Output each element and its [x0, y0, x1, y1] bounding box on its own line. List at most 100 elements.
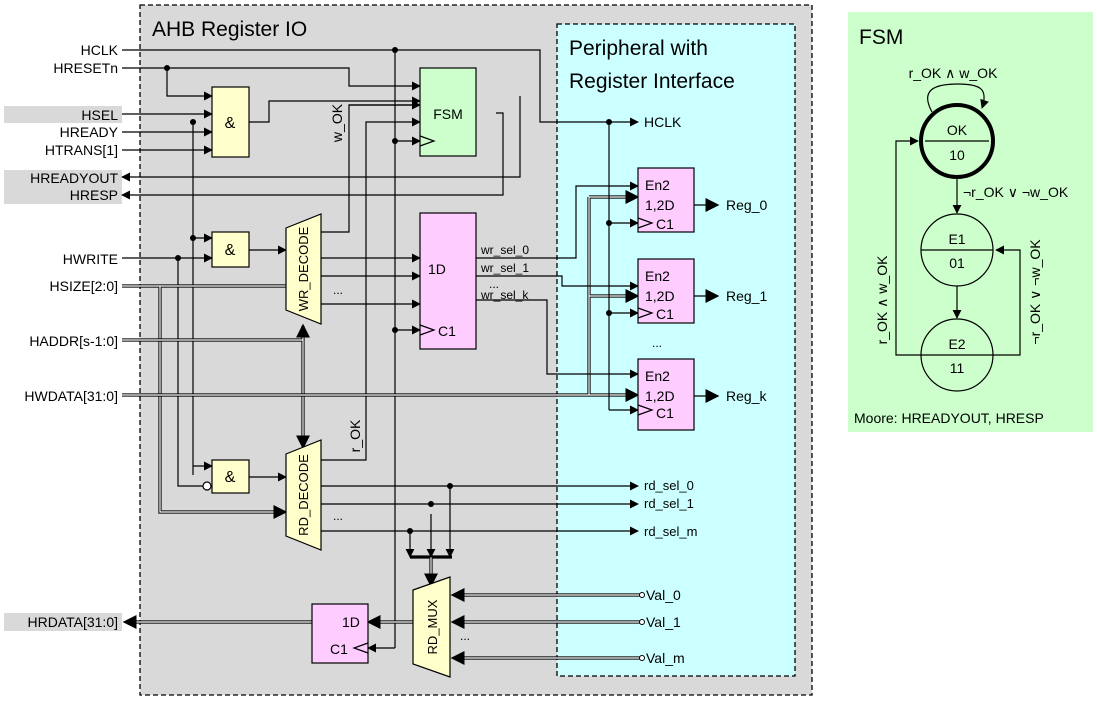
fsm-block — [419, 67, 477, 157]
hresetn-wire — [122, 67, 421, 91]
state-e2-code: 11 — [950, 360, 965, 376]
svg-text:1,2D: 1,2D — [645, 288, 675, 304]
hsel-label: HSEL — [81, 107, 118, 123]
hwrite-to-and3 — [177, 258, 203, 487]
hresetn-label: HRESETn — [53, 60, 118, 76]
svg-text:1,2D: 1,2D — [645, 197, 675, 213]
hsize-label: HSIZE[2:0] — [50, 278, 118, 294]
reg-k-block: En2 1,2D C1 — [637, 358, 695, 431]
svg-text:C1: C1 — [656, 306, 674, 322]
reg-0-label: Reg_0 — [726, 197, 767, 213]
hclk-label: HCLK — [81, 42, 119, 58]
e2-to-e1-label: ¬r_OK ∨ ¬w_OK — [1027, 239, 1043, 345]
val-buses — [450, 588, 645, 665]
peripheral-title-line2: Register Interface — [569, 70, 735, 93]
svg-text:C1: C1 — [656, 216, 674, 232]
wr-select-register — [419, 212, 477, 350]
rd-decode-block — [285, 439, 322, 551]
peripheral-title-line1: Peripheral with — [569, 37, 708, 60]
rd-sel-bus — [405, 486, 455, 588]
hready-label: HREADY — [60, 124, 119, 140]
wr-decode-label: WR_DECODE — [296, 226, 311, 311]
svg-text:En2: En2 — [645, 177, 670, 193]
rd-decode-label: RD_DECODE — [296, 454, 311, 536]
moore-label: Moore: HREADYOUT, HRESP — [854, 410, 1044, 426]
rd-sel-0-label: rd_sel_0 — [644, 478, 694, 493]
and-gate-read-label: & — [225, 469, 236, 486]
wr-sel-0-label: wr_sel_0 — [480, 243, 529, 257]
e2-to-ok-arrow — [895, 136, 921, 356]
ahb-title: AHB Register IO — [152, 18, 307, 41]
rd-dec-ellipsis: ... — [333, 509, 343, 523]
val-0-label: Val_0 — [646, 587, 681, 603]
hsel-highlight — [4, 106, 122, 123]
rd-sel-m-label: rd_sel_m — [644, 524, 697, 539]
and-gate-write-label: & — [225, 242, 236, 259]
w-ok-label: w_OK — [329, 103, 345, 143]
rd-sel-1-label: rd_sel_1 — [644, 496, 694, 511]
wr-sel-1-label: wr_sel_1 — [480, 261, 529, 275]
peripheral-box — [556, 23, 796, 677]
fsm-block-label: FSM — [433, 106, 463, 122]
ok-self-loop — [927, 83, 989, 113]
wr-sel-1-wire — [476, 275, 639, 291]
state-ok-name: OK — [947, 122, 968, 138]
state-e2-name: E2 — [948, 336, 965, 352]
wr-sel-k-label: wr_sel_k — [480, 288, 529, 302]
hclk-wire — [122, 49, 639, 127]
htrans-label: HTRANS[1] — [45, 142, 118, 158]
rd-reg-d-label: 1D — [342, 614, 360, 630]
and-gate-write — [211, 231, 250, 268]
state-ok-code: 10 — [949, 147, 965, 163]
reg-ellipsis: ... — [652, 336, 662, 350]
hresp-wire — [121, 112, 504, 200]
hwdata-bus — [122, 190, 640, 402]
rd-reg-c-label: C1 — [330, 641, 348, 657]
rd-mux-ellipsis: ... — [460, 629, 470, 643]
val-m-label: Val_m — [646, 650, 685, 666]
ok-to-e1-label: ¬r_OK ∨ ¬w_OK — [963, 184, 1069, 200]
wr-sel-ellipsis: ... — [489, 277, 499, 291]
reg-1-block: En2 1,2D C1 — [637, 258, 695, 324]
svg-text:C1: C1 — [656, 405, 674, 421]
reg-k-label: Reg_k — [726, 388, 767, 404]
r-ok-label: r_OK — [347, 419, 363, 452]
rd-mux-label: RD_MUX — [425, 599, 440, 654]
hresp-label: HRESP — [70, 187, 118, 203]
reg-0-block: En2 1,2D C1 — [637, 167, 695, 233]
state-e1-name: E1 — [948, 231, 965, 247]
val-1-label: Val_1 — [646, 614, 681, 630]
rd-data-register — [311, 603, 369, 664]
e2-to-e1-arrow — [993, 245, 1021, 356]
state-e1-code: 01 — [949, 255, 965, 271]
reg-1-label: Reg_1 — [726, 288, 767, 304]
e2-to-ok-label: r_OK ∧ w_OK — [874, 255, 890, 344]
hrdata-highlight — [4, 613, 122, 631]
wr-reg-d-label: 1D — [428, 261, 446, 277]
wr-sel-k-wire — [476, 299, 639, 379]
haddr-label: HADDR[s-1:0] — [29, 333, 118, 349]
rd-mux-block — [412, 576, 451, 678]
svg-text:En2: En2 — [645, 268, 670, 284]
hreadyout-label: HREADYOUT — [30, 170, 118, 186]
wr-decode-block — [285, 213, 322, 325]
hresetn-to-and — [166, 68, 213, 101]
hwrite-label: HWRITE — [63, 251, 118, 267]
hwdata-label: HWDATA[31:0] — [24, 388, 118, 404]
hreadyout-highlight — [4, 170, 122, 204]
periph-hclk-label: HCLK — [644, 114, 682, 130]
ok-self-loop-label: r_OK ∧ w_OK — [909, 65, 998, 81]
inverter-bubble — [202, 481, 212, 491]
svg-text:1,2D: 1,2D — [645, 388, 675, 404]
and-gate-select-label: & — [225, 115, 236, 132]
wr-sel-0-wire — [476, 181, 639, 259]
and1-out-wire — [249, 96, 421, 123]
wr-dec-ellipsis: ... — [333, 283, 343, 297]
wr-reg-c-label: C1 — [438, 323, 456, 339]
and-gate-read — [211, 459, 250, 494]
hrdata-label: HRDATA[31:0] — [27, 614, 118, 630]
hsize-bus — [122, 284, 290, 519]
r-ok-wire — [320, 117, 421, 461]
svg-text:En2: En2 — [645, 368, 670, 384]
